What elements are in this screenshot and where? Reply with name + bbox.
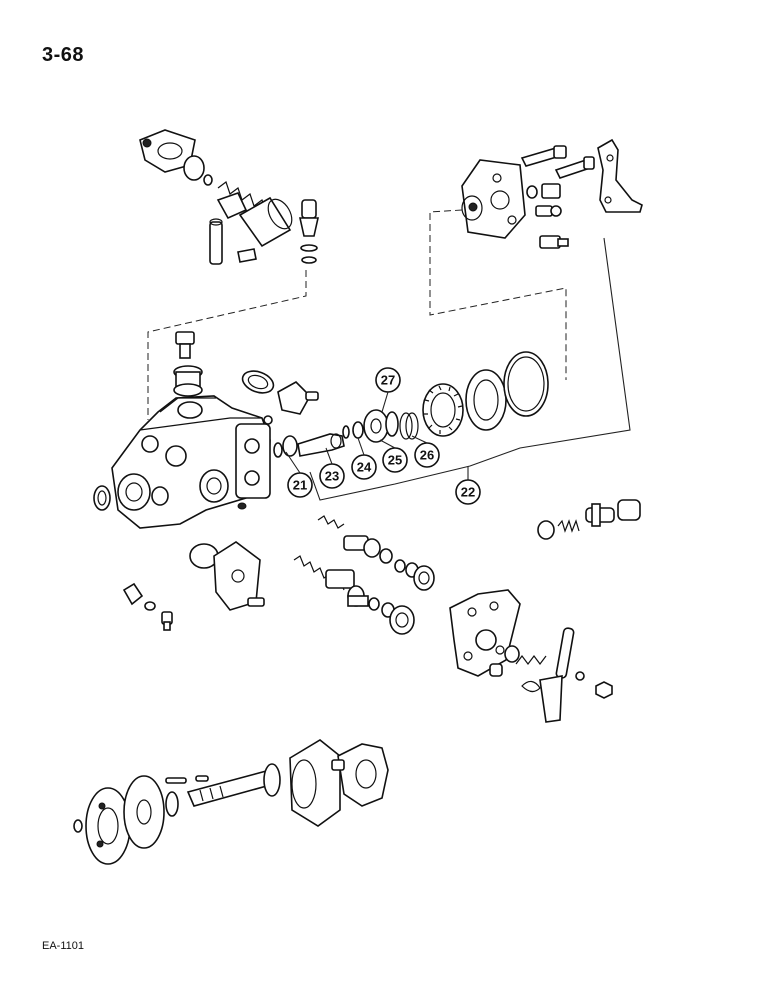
plunger-part: [216, 192, 248, 220]
callout-27: 26: [414, 442, 440, 468]
right-fitting-group: [537, 499, 641, 540]
cap-part-1: [537, 520, 555, 540]
coupling-plate-part: [85, 787, 131, 865]
callout-text-27: 26: [420, 448, 434, 463]
bolt-part-2: [554, 156, 595, 179]
disc-part-25: [363, 409, 389, 443]
screw-part-lower: [247, 597, 265, 607]
drive-shaft-group: [73, 739, 389, 865]
shaft-part-23: [297, 433, 345, 457]
small-screw-part: [305, 391, 319, 401]
nozzle-part: [585, 503, 615, 527]
cover-plate-part: [277, 381, 311, 415]
cross-coupling-part: [337, 743, 389, 807]
cover-housing-part: [461, 159, 526, 239]
banjo-fitting-part: [173, 365, 203, 397]
middle-valve-group: [293, 515, 435, 635]
small-spring-part-a: [317, 515, 345, 529]
callout-text-24: 24: [357, 460, 372, 475]
ring-part-24a: [342, 425, 350, 439]
o-ring-part: [183, 155, 205, 181]
page-number: 3-68: [42, 44, 85, 66]
ring-part-24b: [352, 421, 364, 439]
top-valve-group: [139, 129, 319, 265]
spring-ring-part-27: [399, 412, 419, 440]
callout-text-23: 23: [325, 469, 339, 484]
callout-text-21: 21: [293, 478, 307, 493]
fitting-part-3: [539, 235, 569, 249]
clip-part: [237, 248, 257, 263]
pin-part: [209, 218, 223, 265]
piston-part-b: [325, 569, 369, 607]
callout-26: 27: [375, 367, 401, 393]
roller-ring-part: [422, 383, 464, 437]
seal-ring-part-shaft: [165, 791, 179, 817]
cam-ring-part: [465, 369, 507, 431]
callout-text-22: 22: [461, 485, 475, 500]
plug-bolt-part: [175, 331, 195, 359]
top-cover-group: [461, 138, 643, 249]
housing-body-part: [111, 395, 271, 529]
shaft-seal-group: [273, 351, 549, 458]
leader-lines: [147, 209, 631, 501]
flange-disc-part: [123, 775, 165, 849]
small-knob-part: [489, 663, 503, 677]
key-pin-part: [165, 777, 187, 784]
callout-text-26: 27: [381, 373, 395, 388]
fitting-part-2: [535, 205, 562, 217]
large-seal-part: [503, 351, 549, 417]
callout-24: 24: [351, 454, 377, 480]
washer-part-21a: [273, 442, 283, 458]
lower-left-parts: [122, 541, 265, 631]
gasket-part: [241, 370, 275, 394]
governor-lever-group: [449, 589, 613, 723]
link-part-2: [539, 675, 563, 723]
sleeve-part: [238, 196, 293, 248]
ring-part-b1: [368, 597, 380, 611]
spring-part-lever: [515, 655, 547, 665]
bolt-part-lower: [161, 611, 173, 631]
washer-part-21b: [282, 435, 298, 457]
bushing-part-a: [413, 565, 435, 591]
small-ring-part: [263, 415, 273, 425]
nut-part-b: [575, 671, 585, 681]
gear-part-shaft: [263, 763, 281, 797]
callout-text-25: 25: [388, 453, 402, 468]
ring-gear-part: [289, 739, 341, 827]
clamp-part: [122, 582, 144, 606]
bracket-part: [597, 138, 643, 213]
flange-cover-part: [139, 129, 196, 173]
bushing-part-b: [389, 605, 415, 635]
callout-22: 22: [455, 479, 481, 505]
ring-part-lower: [144, 601, 156, 611]
snap-ring-part: [73, 819, 83, 833]
nut-part-a: [595, 681, 613, 699]
lever-plate-part: [449, 589, 521, 677]
figure-code: EA-1101: [42, 940, 84, 952]
front-seal-part: [93, 485, 111, 511]
fitting-part-1: [526, 183, 561, 199]
key-part-2: [195, 775, 209, 782]
link-part-1: [555, 627, 575, 679]
valve-stem-part: [299, 199, 319, 264]
ring-part-a1: [394, 559, 406, 573]
small-washer-part: [203, 174, 213, 186]
end-cap-part: [617, 499, 641, 521]
spring-clip-part: [521, 680, 541, 693]
spring-part-2: [557, 519, 580, 533]
block-part: [331, 759, 345, 771]
pump-housing-group: [93, 331, 319, 529]
piston-part-a: [343, 535, 393, 564]
callout-25: 25: [382, 447, 408, 473]
bolt-part-1: [520, 145, 567, 167]
callout-labels: 27 21 23 24 25 26 22: [285, 367, 481, 505]
ring-part-26: [385, 411, 399, 437]
bushing-part-lever: [504, 645, 520, 663]
callout-21: 21: [287, 472, 313, 498]
callout-23: 23: [319, 463, 345, 489]
